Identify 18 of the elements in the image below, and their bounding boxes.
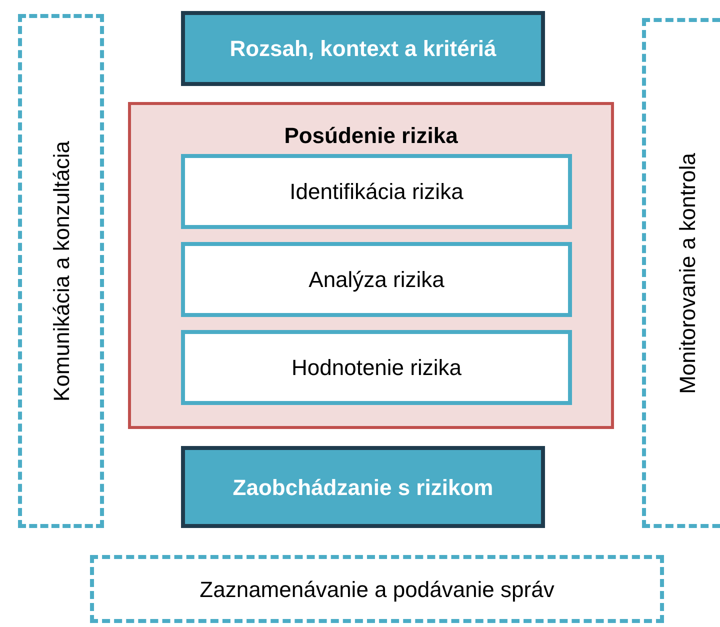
box-label: Posúdenie rizika (283, 122, 459, 150)
box-label: Zaznamenávanie a podávanie správ (200, 576, 554, 604)
process-box (181, 446, 545, 528)
box-label: Identifikácia rizika (290, 178, 464, 206)
dashed-panel (642, 18, 720, 528)
box-label: Hodnotenie rizika (292, 354, 462, 382)
box-label: Rozsah, kontext a kritériá (230, 35, 496, 63)
process-box (181, 154, 572, 229)
box-label: Zaobchádzanie s rizikom (232, 474, 494, 502)
process-box (181, 330, 572, 405)
process-box (181, 11, 545, 86)
group-box (128, 102, 614, 429)
box-label: Komunikácia a konzultácia (48, 140, 74, 402)
dashed-panel (90, 555, 664, 623)
dashed-panel (18, 14, 104, 528)
box-label: Analýza rizika (308, 266, 444, 294)
box-label: Monitorovanie a kontrola (674, 152, 700, 394)
process-box (181, 242, 572, 317)
